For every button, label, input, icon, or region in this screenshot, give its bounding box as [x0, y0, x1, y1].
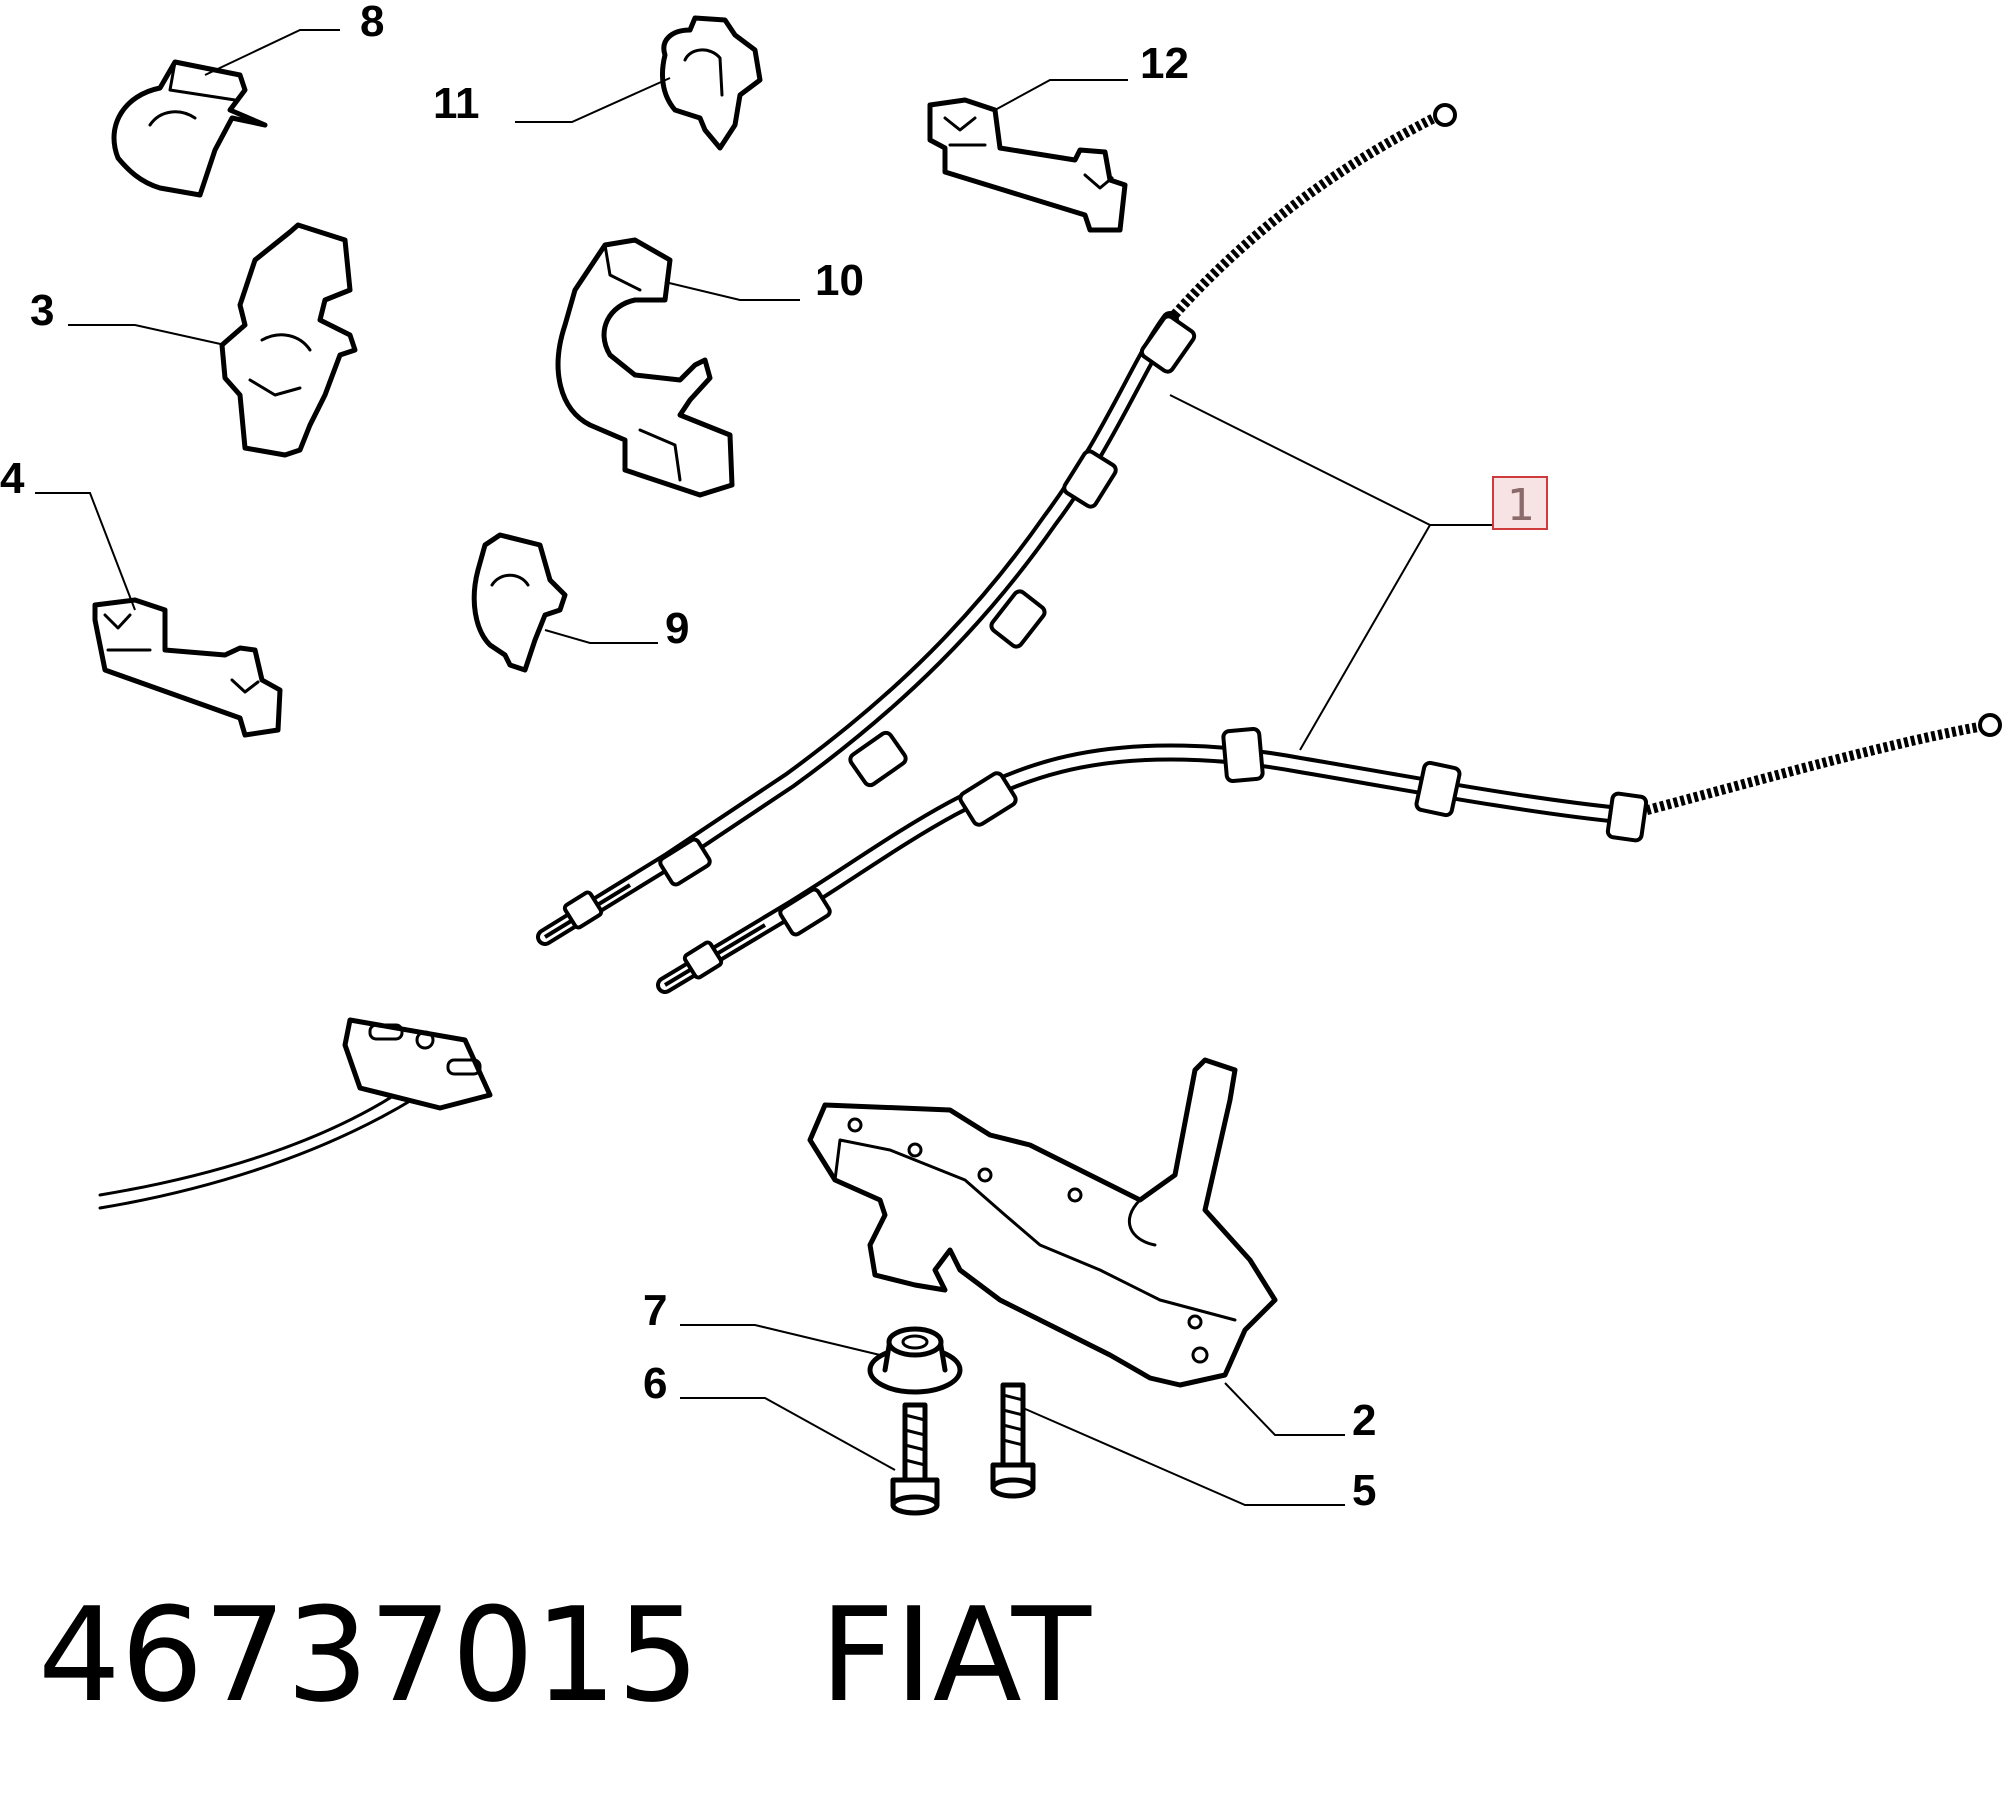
clip-part-11 — [660, 15, 763, 151]
stud-part-5 — [990, 1382, 1036, 1499]
clip-part-8 — [111, 59, 268, 198]
front-cable-connector — [98, 1017, 493, 1210]
callout-11[interactable]: 11 — [433, 79, 480, 128]
clip-part-3 — [219, 222, 358, 458]
callout-1-highlight — [1492, 476, 1548, 530]
callout-7[interactable]: 7 — [643, 1286, 667, 1335]
callout-6[interactable]: 6 — [643, 1359, 667, 1408]
nut-part-7 — [867, 1326, 963, 1395]
clip-part-10 — [555, 237, 735, 498]
bracket-part-2 — [807, 1057, 1278, 1388]
callout-5[interactable]: 5 — [1352, 1466, 1376, 1515]
handbrake-cables-part-1 — [536, 103, 2002, 994]
brand-name: FIAT — [819, 1579, 1092, 1731]
part-number: 46737015 — [38, 1579, 700, 1731]
callout-4[interactable]: 4 — [0, 454, 25, 503]
callout-9[interactable]: 9 — [665, 604, 689, 653]
callout-3[interactable]: 3 — [30, 286, 54, 335]
clip-part-9 — [471, 532, 568, 673]
callout-10[interactable]: 10 — [815, 256, 864, 305]
bracket-part-4 — [92, 597, 283, 738]
callout-1[interactable]: 1 — [1507, 480, 1535, 531]
callout-12[interactable]: 12 — [1140, 39, 1189, 88]
bracket-part-12 — [927, 97, 1128, 233]
callout-labels: 1 2 3 4 5 6 7 8 9 10 11 12 — [0, 0, 1548, 1515]
leader-lines — [35, 29, 1495, 1506]
bolt-part-6 — [890, 1402, 940, 1516]
callout-8[interactable]: 8 — [360, 0, 384, 46]
callout-2[interactable]: 2 — [1352, 1396, 1376, 1445]
